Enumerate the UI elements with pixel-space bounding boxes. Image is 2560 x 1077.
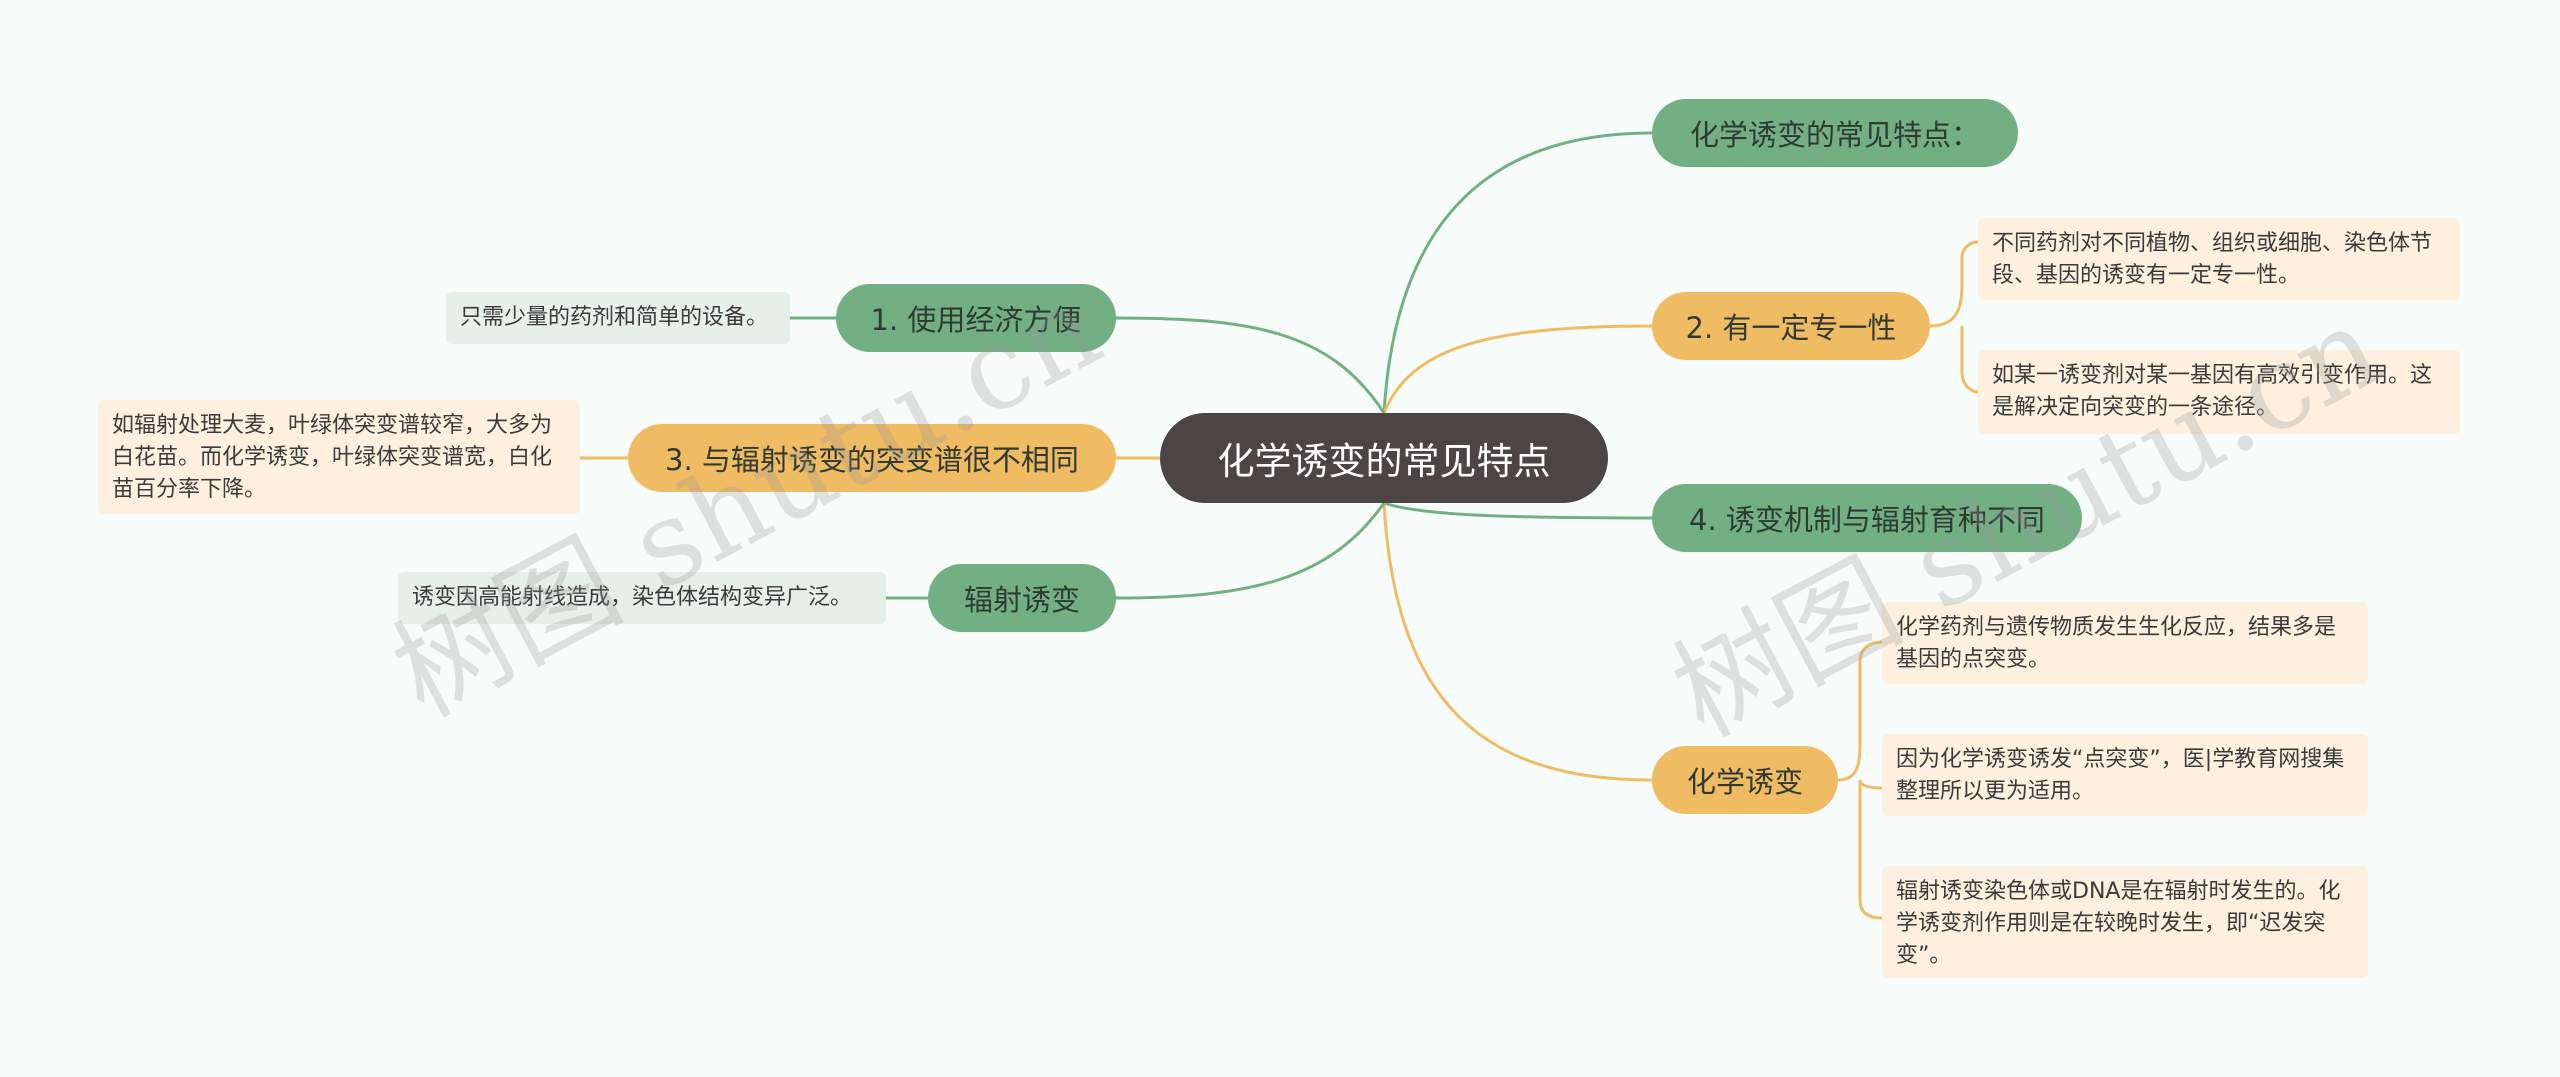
- leaf-chemical-2: 因为化学诱变诱发“点突变”，医|学教育网搜集整理所以更为适用。: [1882, 734, 2368, 816]
- leaf-mutation-spectrum: 如辐射处理大麦，叶绿体突变谱较窄，大多为白花苗。而化学诱变，叶绿体突变谱宽，白化…: [98, 400, 580, 514]
- leaf-specificity-2: 如某一诱变剂对某一基因有高效引变作用。这是解决定向突变的一条途径。: [1978, 350, 2460, 434]
- bracket-r2: [1929, 240, 1979, 394]
- topic-mutation-spectrum[interactable]: 3. 与辐射诱变的突变谱很不相同: [628, 424, 1116, 492]
- link-root-r2: [1382, 324, 1653, 414]
- link-root-r4: [1382, 502, 1653, 782]
- leaf-chemical-3: 辐射诱变染色体或DNA是在辐射时发生的。化学诱变剂作用则是在较晚时发生，即“迟发…: [1882, 866, 2368, 978]
- link-root-l1: [1115, 316, 1386, 414]
- leaf-economical: 只需少量的药剂和简单的设备。: [446, 292, 790, 344]
- leaf-specificity-1: 不同药剂对不同植物、组织或细胞、染色体节段、基因的诱变有一定专一性。: [1978, 218, 2460, 300]
- topic-chemical-mutagenesis[interactable]: 化学诱变: [1652, 746, 1838, 814]
- topic-specificity[interactable]: 2. 有一定专一性: [1652, 292, 1930, 360]
- topic-economical[interactable]: 1. 使用经济方便: [836, 284, 1116, 352]
- bracket-r4: [1837, 640, 1883, 920]
- link-root-r3: [1383, 501, 1653, 520]
- link-root-l3: [1115, 502, 1386, 600]
- topic-mechanism[interactable]: 4. 诱变机制与辐射育种不同: [1652, 484, 2082, 552]
- link-root-r1: [1382, 131, 1653, 414]
- topic-chemical-features-heading[interactable]: 化学诱变的常见特点：: [1652, 99, 2018, 167]
- topic-radiation-mutagenesis[interactable]: 辐射诱变: [928, 564, 1116, 632]
- leaf-chemical-1: 化学药剂与遗传物质发生生化反应，结果多是基因的点突变。: [1882, 602, 2368, 684]
- root-topic[interactable]: 化学诱变的常见特点: [1160, 413, 1608, 503]
- leaf-radiation: 诱变因高能射线造成，染色体结构变异广泛。: [398, 572, 886, 624]
